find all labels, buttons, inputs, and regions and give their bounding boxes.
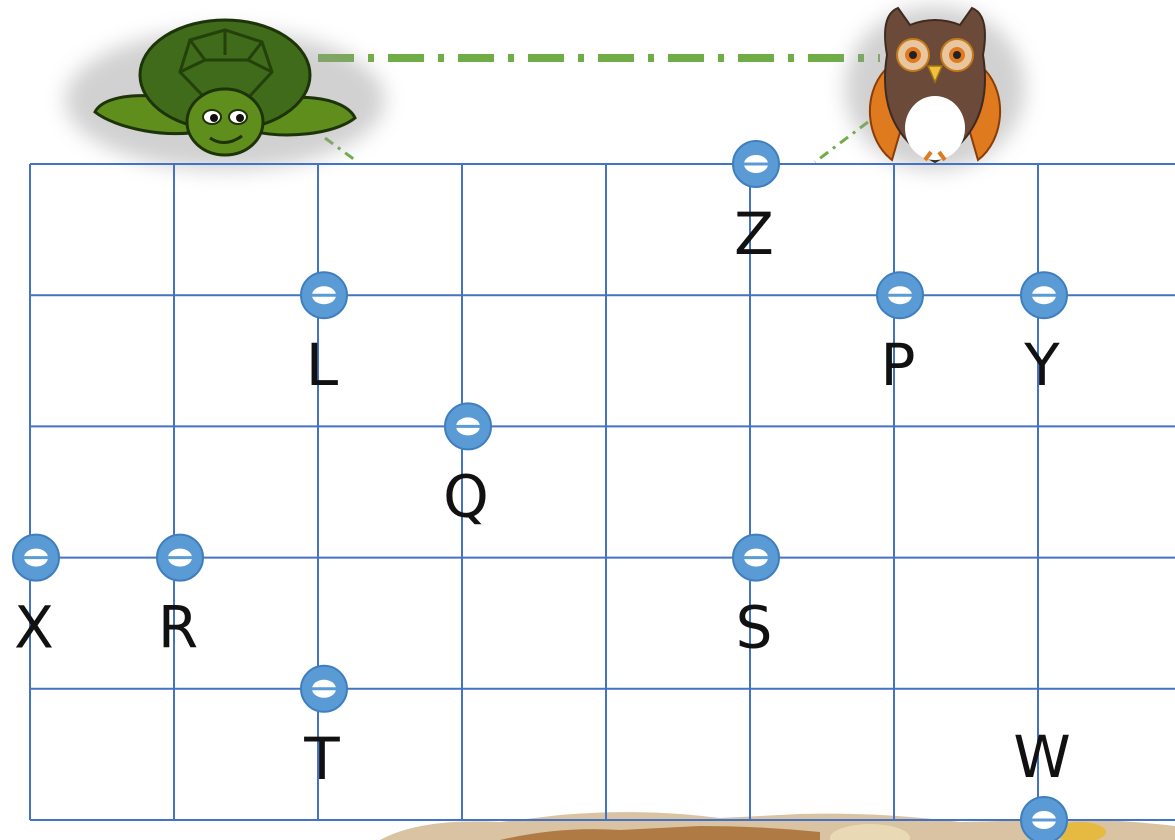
point-w: W [1013,723,1071,840]
points-layer: Z L P Y Q X R S T W [12,140,1071,840]
point-s: S [732,533,780,662]
point-label: L [306,331,338,399]
point-x: X [12,533,60,662]
point-t: T [300,664,348,793]
point-l: L [300,271,348,399]
point-r: R [156,533,204,662]
point-z: Z [732,140,780,268]
connection-lines [318,54,880,164]
dash-dot-line-owl [814,120,869,164]
point-p: P [876,271,924,399]
point-label: W [1013,723,1070,791]
owl-icon [845,6,1025,170]
point-label: Z [734,200,774,268]
turtle-icon [65,18,385,170]
point-label: T [303,725,340,793]
point-label: Q [443,462,489,530]
point-q: Q [443,402,492,530]
point-label: X [14,594,54,662]
point-label: P [881,331,916,399]
point-label: S [736,594,773,662]
point-label: Y [1023,331,1060,399]
point-label: R [158,594,198,662]
grid [29,163,1175,821]
point-y: Y [1020,271,1068,399]
